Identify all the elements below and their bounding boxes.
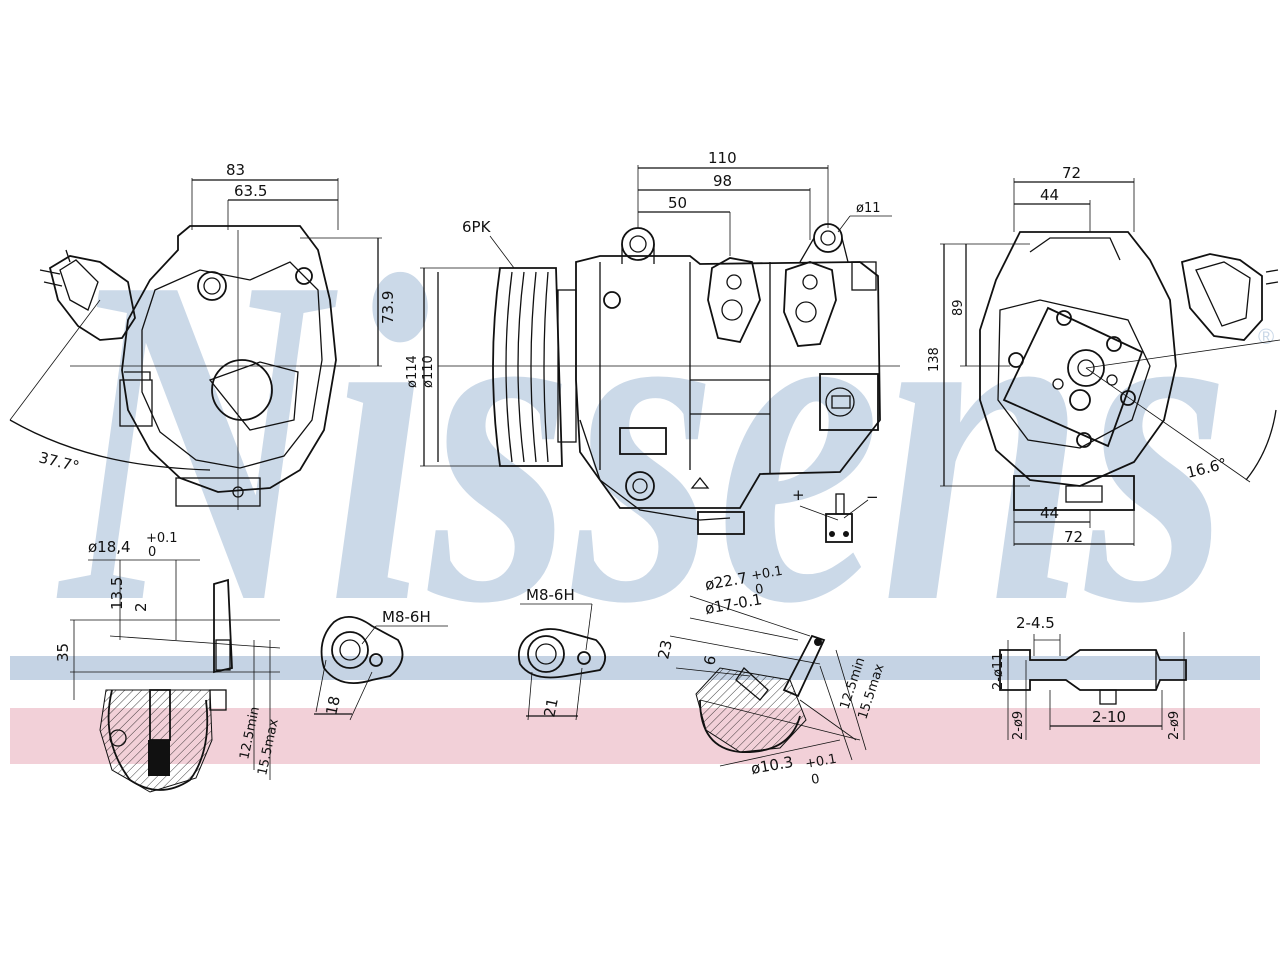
- detail-shaft: 2-4.5 2-ø11 2-ø9 2-ø9 2-10: [991, 614, 1187, 740]
- dim-73-9: 73.9: [379, 291, 397, 324]
- dim-d110: ø110: [421, 355, 436, 388]
- shaft-t1: 2-4.5: [1016, 614, 1055, 632]
- connector-minus: −: [866, 488, 879, 506]
- port-a-dia-tol-up: +0.1: [146, 531, 178, 546]
- brand-band-pink: [10, 708, 1260, 764]
- dim-89: 89: [951, 299, 966, 316]
- shaft-t5: 2-ø9: [1167, 711, 1182, 740]
- port-b-dia-top-tol-down: 0: [754, 582, 765, 598]
- dim-83: 83: [226, 161, 245, 179]
- port-b-dia-bottom-tol-up: +0.1: [804, 752, 838, 772]
- port-a-dia-tol-down: 0: [148, 545, 156, 560]
- shaft-t2: 2-ø11: [991, 653, 1006, 690]
- brand-watermark: Nissens: [54, 179, 1230, 700]
- dim-63-5: 63.5: [234, 182, 267, 200]
- dim-hole-d11: ø11: [856, 201, 881, 216]
- port-b-dia-top-tol-up: +0.1: [750, 564, 784, 584]
- port-a-d1: 13.5: [108, 577, 126, 610]
- dim-138: 138: [927, 347, 942, 372]
- fitting-18-thread: M8-6H: [382, 608, 431, 626]
- port-a-dia: ø18,4: [88, 538, 131, 556]
- side-center-view: 110 98 50 ø11 6PK ø114 ø110: [405, 149, 900, 543]
- dim-72-bottom: 72: [1064, 528, 1083, 546]
- shaft-t3: 2-ø9: [1011, 711, 1026, 740]
- connector-plus: +: [792, 486, 805, 504]
- detail-fitting-18: M8-6H 18: [314, 608, 448, 721]
- port-b-d2: 6: [700, 654, 720, 667]
- dim-d114: ø114: [405, 355, 420, 388]
- brand-background: Nissens ®: [10, 179, 1274, 764]
- dim-44-top: 44: [1040, 186, 1059, 204]
- fitting-21-size: 21: [540, 696, 562, 718]
- port-a-d2: 2: [132, 602, 150, 612]
- shaft-t4: 2-10: [1092, 708, 1126, 726]
- fitting-18-size: 18: [322, 694, 344, 716]
- dim-110: 110: [708, 149, 737, 167]
- dim-98: 98: [713, 172, 732, 190]
- front-right-view: 72 44 89 138 16.6°: [927, 164, 1280, 546]
- brand-registered-mark: ®: [1258, 324, 1274, 349]
- port-a-d3: 35: [54, 643, 72, 662]
- port-b-dia-bottom-tol-down: 0: [810, 772, 821, 788]
- front-left-view: 83 63.5 73.9 37.7°: [9, 161, 397, 510]
- dim-50: 50: [668, 194, 687, 212]
- dim-72-top: 72: [1062, 164, 1081, 182]
- dim-44-bottom: 44: [1040, 504, 1059, 522]
- detail-fitting-21: M8-6H 21: [517, 586, 606, 721]
- dim-6pk: 6PK: [462, 218, 492, 236]
- fitting-21-thread: M8-6H: [526, 586, 575, 604]
- port-b-d1: 23: [654, 638, 676, 660]
